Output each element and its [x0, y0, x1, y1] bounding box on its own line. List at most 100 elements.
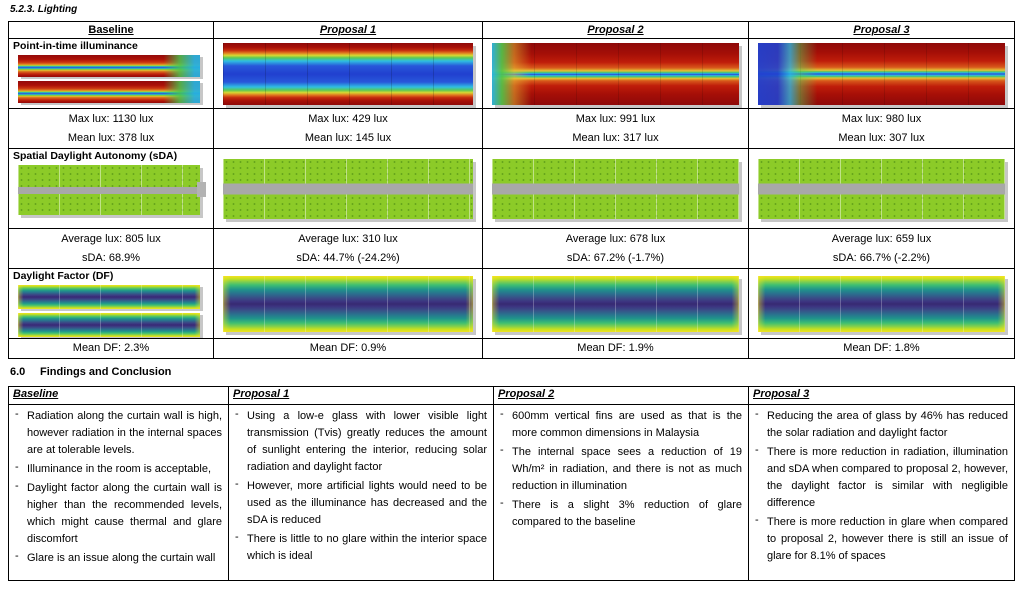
finding-text: There is a slight 3% reduction of glare … [512, 499, 742, 528]
metrics-illuminance-baseline: Max lux: 1130 lux Mean lux: 378 lux [8, 108, 214, 149]
findings-header-proposal-2: Proposal 2 [493, 386, 749, 405]
metrics-df-proposal-2: Mean DF: 1.9% [482, 338, 749, 359]
findings-header-baseline-label: Baseline [13, 388, 59, 400]
col-header-proposal-3-label: Proposal 3 [853, 24, 910, 36]
bullet-dash: - [15, 480, 19, 492]
bullet-dash: - [755, 514, 759, 526]
row-label-sda: Spatial Daylight Autonomy (sDA) [13, 150, 178, 162]
findings-header-baseline: Baseline [8, 386, 229, 405]
findings-header-row: Baseline Proposal 1 Proposal 2 Proposal … [8, 386, 1015, 405]
cell-illuminance-proposal-1 [213, 38, 483, 109]
sda-metrics-row: Average lux: 805 lux sDA: 68.9% Average … [8, 228, 1015, 269]
cell-illuminance-proposal-3 [748, 38, 1015, 109]
mean-lux-value: Mean lux: 307 lux [838, 131, 925, 144]
findings-body-row: -Radiation along the curtain wall is hig… [8, 404, 1015, 581]
max-lux-value: Max lux: 991 lux [575, 112, 656, 125]
finding-item: -Radiation along the curtain wall is hig… [13, 408, 222, 459]
finding-text: Daylight factor along the curtain wall i… [27, 482, 222, 545]
illuminance-heatmap-proposal-2 [492, 42, 739, 105]
average-lux-value: Average lux: 310 lux [298, 232, 398, 245]
finding-item: -600mm vertical fins are used as that is… [498, 408, 742, 442]
mean-df-value: Mean DF: 2.3% [72, 342, 150, 354]
col-header-proposal-2: Proposal 2 [482, 21, 749, 39]
finding-item: -Reducing the area of glass by 46% has r… [753, 408, 1008, 442]
bullet-dash: - [500, 497, 504, 509]
df-heatmap-baseline-lower-plate [18, 313, 200, 337]
mean-df-value: Mean DF: 1.8% [843, 342, 920, 354]
finding-text: There is more reduction in radiation, il… [767, 446, 1008, 509]
finding-text: Reducing the area of glass by 46% has re… [767, 410, 1008, 439]
findings-cell-proposal-3: -Reducing the area of glass by 46% has r… [748, 404, 1015, 581]
cell-sda-baseline: Spatial Daylight Autonomy (sDA) [8, 148, 214, 229]
sda-value: sDA: 67.2% (-1.7%) [566, 251, 665, 264]
bullet-dash: - [235, 478, 239, 490]
average-lux-value: Average lux: 805 lux [61, 232, 161, 245]
findings-header-proposal-1: Proposal 1 [228, 386, 494, 405]
metrics-df-proposal-3: Mean DF: 1.8% [748, 338, 1015, 359]
finding-text: However, more artificial lights would ne… [247, 480, 487, 526]
sda-value: sDA: 44.7% (-24.2%) [296, 251, 400, 264]
sda-render-row: Spatial Daylight Autonomy (sDA) [8, 148, 1015, 229]
findings-header-proposal-3: Proposal 3 [748, 386, 1015, 405]
illuminance-heatmap-proposal-3 [758, 42, 1005, 105]
row-label-df: Daylight Factor (DF) [13, 270, 114, 282]
metrics-sda-proposal-2: Average lux: 678 lux sDA: 67.2% (-1.7%) [482, 228, 749, 269]
cell-illuminance-baseline: Point-in-time illuminance [8, 38, 214, 109]
findings-list-proposal-3: -Reducing the area of glass by 46% has r… [753, 408, 1008, 565]
df-heatmap-proposal-2 [492, 275, 739, 332]
metrics-sda-proposal-1: Average lux: 310 lux sDA: 44.7% (-24.2%) [213, 228, 483, 269]
finding-item: -Illuminance in the room is acceptable, [13, 461, 222, 478]
metrics-illuminance-proposal-3: Max lux: 980 lux Mean lux: 307 lux [748, 108, 1015, 149]
illuminance-metrics-row: Max lux: 1130 lux Mean lux: 378 lux Max … [8, 108, 1015, 149]
sda-value: sDA: 68.9% [81, 251, 141, 264]
finding-item: -There is little to no glare within the … [233, 531, 487, 565]
mean-lux-value: Mean lux: 317 lux [572, 131, 659, 144]
illuminance-heatmap-baseline-upper-plate [18, 55, 200, 77]
max-lux-value: Max lux: 429 lux [308, 112, 388, 125]
finding-text: Using a low-e glass with lower visible l… [247, 410, 487, 473]
metrics-df-baseline: Mean DF: 2.3% [8, 338, 214, 359]
bullet-dash: - [235, 531, 239, 543]
cell-df-proposal-1 [213, 268, 483, 339]
finding-text: 600mm vertical fins are used as that is … [512, 410, 742, 439]
bullet-dash: - [755, 444, 759, 456]
illuminance-render-row: Point-in-time illuminance [8, 38, 1015, 109]
cell-illuminance-proposal-2 [482, 38, 749, 109]
bullet-dash: - [15, 461, 19, 473]
finding-item: -Using a low-e glass with lower visible … [233, 408, 487, 476]
average-lux-value: Average lux: 678 lux [565, 232, 666, 245]
df-heatmap-proposal-1 [223, 275, 473, 332]
mean-lux-value: Mean lux: 378 lux [67, 131, 155, 144]
finding-item: -There is more reduction in glare when c… [753, 514, 1008, 565]
finding-item: -Glare is an issue along the curtain wal… [13, 550, 222, 567]
metrics-illuminance-proposal-1: Max lux: 429 lux Mean lux: 145 lux [213, 108, 483, 149]
findings-header-proposal-3-label: Proposal 3 [753, 388, 810, 400]
bullet-dash: - [755, 408, 759, 420]
finding-text: Radiation along the curtain wall is high… [27, 410, 222, 456]
findings-header-proposal-1-label: Proposal 1 [233, 388, 290, 400]
findings-list-baseline: -Radiation along the curtain wall is hig… [13, 408, 222, 567]
sda-heatmap-proposal-3 [758, 158, 1005, 219]
illuminance-heatmap-baseline [18, 55, 200, 103]
df-heatmap-baseline [18, 285, 200, 337]
findings-list-proposal-1: -Using a low-e glass with lower visible … [233, 408, 487, 565]
illuminance-heatmap-proposal-1 [223, 42, 473, 105]
bullet-dash: - [500, 408, 504, 420]
sda-value: sDA: 66.7% (-2.2%) [832, 251, 931, 264]
cell-sda-proposal-2 [482, 148, 749, 229]
findings-list-proposal-2: -600mm vertical fins are used as that is… [498, 408, 742, 531]
findings-cell-proposal-1: -Using a low-e glass with lower visible … [228, 404, 494, 581]
row-label-illuminance: Point-in-time illuminance [13, 40, 138, 52]
metrics-df-proposal-1: Mean DF: 0.9% [213, 338, 483, 359]
finding-item: -However, more artificial lights would n… [233, 478, 487, 529]
findings-cell-baseline: -Radiation along the curtain wall is hig… [8, 404, 229, 581]
max-lux-value: Max lux: 980 lux [841, 112, 922, 125]
finding-text: There is little to no glare within the i… [247, 533, 487, 562]
metrics-sda-baseline: Average lux: 805 lux sDA: 68.9% [8, 228, 214, 269]
mean-df-value: Mean DF: 1.9% [577, 342, 654, 354]
mean-lux-value: Mean lux: 145 lux [304, 131, 392, 144]
findings-section-number: 6.0 [10, 366, 26, 378]
bullet-dash: - [500, 444, 504, 456]
col-header-proposal-1: Proposal 1 [213, 21, 483, 39]
